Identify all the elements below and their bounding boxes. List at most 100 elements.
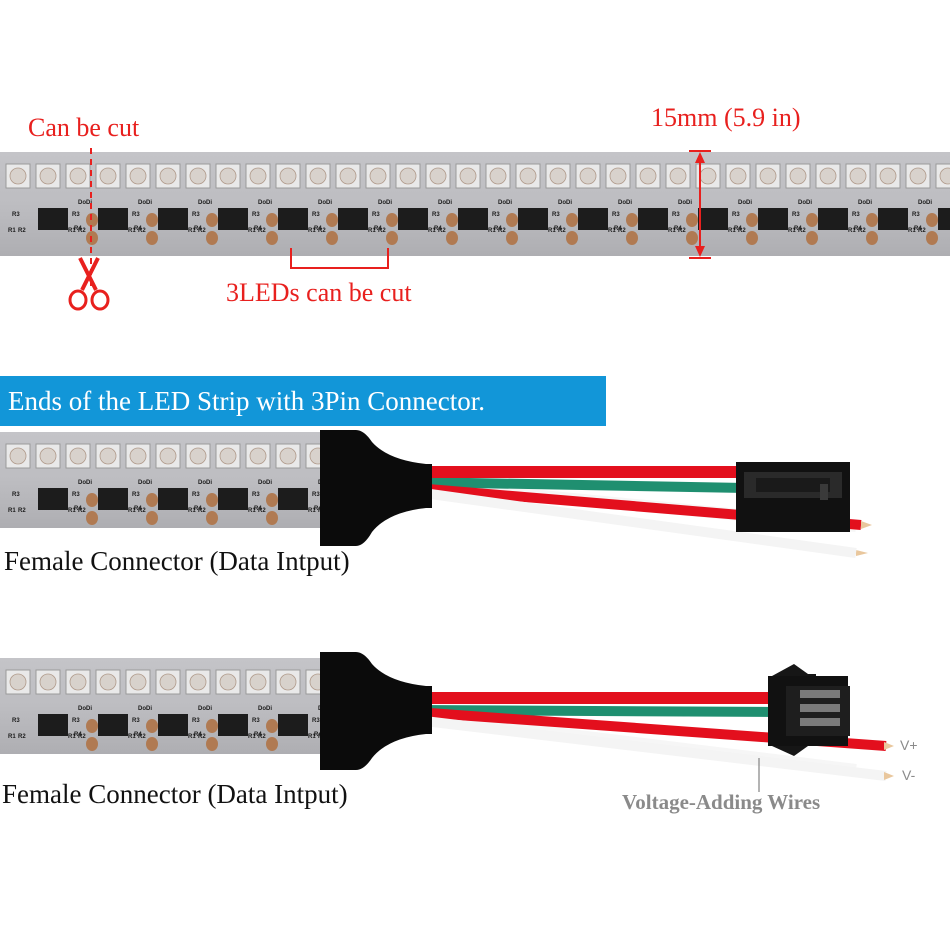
led-lens (639, 167, 657, 185)
led-lens (279, 167, 297, 185)
width-label: 15mm (5.9 in) (651, 103, 801, 132)
solder-pad (86, 511, 98, 525)
pcb-r1: R1 (848, 228, 856, 234)
pcb-r3: R3 (912, 212, 920, 218)
solder-pad (506, 213, 518, 227)
led-lens (669, 167, 687, 185)
pcb-r3: R3 (852, 212, 860, 218)
pcb-r1: R1 (248, 228, 256, 234)
solder-pad (386, 213, 398, 227)
ic-chip (38, 714, 68, 736)
ic-chip (218, 208, 248, 230)
pcb-r3: R3 (12, 492, 20, 498)
led-lens (99, 167, 117, 185)
led-lens (69, 447, 87, 465)
led-lens (69, 167, 87, 185)
solder-pad (866, 231, 878, 245)
pcb-r3: R3 (72, 718, 80, 724)
pcb-r1: R1 (728, 228, 736, 234)
pcb-r2: R2 (198, 508, 206, 514)
led-lens (189, 167, 207, 185)
pcb-r1: R1 (8, 734, 16, 740)
pcb-r4: R4 (254, 506, 262, 512)
solder-pad (146, 231, 158, 245)
pcb-dodi: DoDi (618, 200, 632, 206)
pcb-r1: R1 (188, 734, 196, 740)
pcb-r3: R3 (312, 492, 320, 498)
ic-chip (938, 208, 950, 230)
pcb-r4: R4 (614, 226, 622, 232)
connector-2-assembly (320, 652, 894, 781)
led-lens (219, 673, 237, 691)
ic-chip (458, 208, 488, 230)
pcb-dodi: DoDi (78, 200, 92, 206)
pcb-r2: R2 (258, 734, 266, 740)
led-lens (99, 447, 117, 465)
led-lens (159, 673, 177, 691)
led-lens (429, 167, 447, 185)
pcb-r1: R1 (8, 508, 16, 514)
pcb-dodi: DoDi (738, 200, 752, 206)
pcb-dodi: DoDi (258, 480, 272, 486)
led-lens (309, 167, 327, 185)
pcb-dodi: DoDi (558, 200, 572, 206)
led-lens (9, 447, 27, 465)
pcb-r4: R4 (254, 226, 262, 232)
led-lens (729, 167, 747, 185)
v-minus-label: V- (902, 767, 916, 783)
pcb-dodi: DoDi (258, 706, 272, 712)
pcb-r3: R3 (192, 492, 200, 498)
pcb-r2: R2 (78, 734, 86, 740)
solder-pad (566, 213, 578, 227)
pcb-r2: R2 (918, 228, 926, 234)
pcb-dodi: DoDi (678, 200, 692, 206)
pcb-r4: R4 (314, 506, 322, 512)
pcb-r2: R2 (258, 228, 266, 234)
section-banner: Ends of the LED Strip with 3Pin Connecto… (0, 376, 606, 426)
pcb-r1: R1 (308, 228, 316, 234)
pcb-dodi: DoDi (138, 200, 152, 206)
pcb-r1: R1 (128, 228, 136, 234)
led-lens (219, 167, 237, 185)
led-lens (129, 673, 147, 691)
solder-pad (206, 511, 218, 525)
led-lens (339, 167, 357, 185)
pcb-r1: R1 (68, 228, 76, 234)
solder-pad (206, 719, 218, 733)
ic-chip (278, 714, 308, 736)
solder-pad (146, 719, 158, 733)
pcb-dodi: DoDi (198, 200, 212, 206)
ic-chip (638, 208, 668, 230)
led-lens (939, 167, 950, 185)
solder-pad (566, 231, 578, 245)
pcb-r4: R4 (74, 226, 82, 232)
ic-chip (158, 714, 188, 736)
pcb-r2: R2 (618, 228, 626, 234)
pcb-r3: R3 (192, 212, 200, 218)
led-lens (219, 447, 237, 465)
pcb-dodi: DoDi (78, 480, 92, 486)
pcb-r4: R4 (74, 506, 82, 512)
solder-pad (686, 213, 698, 227)
pcb-r3: R3 (12, 212, 20, 218)
pcb-r3: R3 (72, 492, 80, 498)
ic-chip (578, 208, 608, 230)
ic-chip (98, 208, 128, 230)
voltage-adding-wires-label: Voltage-Adding Wires (622, 790, 821, 814)
v-plus-label: V+ (900, 737, 918, 753)
solder-pad (866, 213, 878, 227)
pcb-r2: R2 (678, 228, 686, 234)
pcb-r3: R3 (252, 492, 260, 498)
voltage-pointer (758, 758, 760, 792)
pcb-dodi: DoDi (498, 200, 512, 206)
pcb-r4: R4 (194, 506, 202, 512)
pcb-r2: R2 (138, 508, 146, 514)
pcb-r4: R4 (734, 226, 742, 232)
pcb-r3: R3 (252, 212, 260, 218)
pcb-dodi: DoDi (258, 200, 272, 206)
solder-pad (806, 213, 818, 227)
ic-chip (158, 488, 188, 510)
